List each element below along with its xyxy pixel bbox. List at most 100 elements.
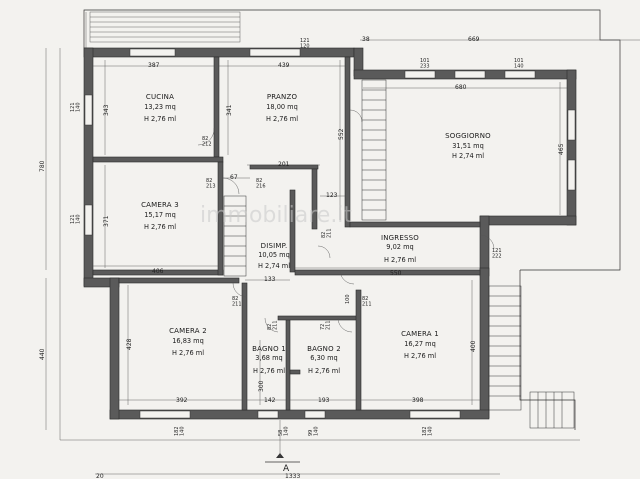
- room-height: H 2,76 ml: [308, 367, 340, 375]
- dim-440: 440: [39, 348, 46, 360]
- room-area: 3,68 mq: [255, 354, 282, 362]
- room-name: DISIMP.: [261, 242, 288, 250]
- room-name: CAMERA 2: [169, 327, 207, 335]
- room-name: CUCINA: [146, 93, 174, 101]
- dim-371: 371: [103, 215, 110, 227]
- room-name: BAGNO 2: [307, 345, 341, 353]
- opening-label: 58140: [278, 426, 290, 436]
- opening-label: 99140: [308, 426, 320, 436]
- dim-1333: 1333: [285, 473, 300, 479]
- dim-406: 406: [152, 268, 164, 275]
- dim-550: 550: [390, 270, 402, 277]
- room-name: BAGNO 1: [252, 345, 286, 353]
- dim-680: 680: [455, 84, 467, 91]
- room-name: CAMERA 3: [141, 201, 179, 209]
- room-area: 6,30 mq: [310, 354, 337, 362]
- room-soggiorno: SOGGIORNO 31,51 mq H 2,74 ml: [445, 132, 491, 160]
- room-height: H 2,76 ml: [253, 367, 285, 375]
- opening-label: 121140: [70, 102, 82, 112]
- room-height: H 2,74 ml: [258, 262, 290, 270]
- room-ingresso: INGRESSO 9,02 mq H 2,76 ml: [381, 234, 419, 264]
- dim-20: 20: [96, 473, 104, 479]
- dim-142: 142: [264, 397, 276, 404]
- room-area: 10,05 mq: [258, 251, 290, 259]
- windows: [84, 48, 576, 419]
- room-area: 31,51 mq: [452, 142, 484, 150]
- opening-label: 100: [345, 294, 351, 304]
- dim-400: 400: [470, 340, 477, 352]
- disimp-stair: [223, 195, 247, 277]
- room-area: 18,00 mq: [266, 103, 298, 111]
- dim-398: 398: [412, 397, 424, 404]
- opening-label: 182140: [174, 426, 186, 436]
- room-area: 13,23 mq: [144, 103, 176, 111]
- dim-38: 38: [362, 36, 370, 43]
- opening-label: 82211: [321, 228, 333, 238]
- room-height: H 2,76 ml: [404, 352, 436, 360]
- dim-123: 123: [326, 192, 338, 199]
- dim-343: 343: [103, 104, 110, 116]
- internal-stair: [361, 79, 387, 221]
- room-camera1: CAMERA 1 16,27 mq H 2,76 ml: [401, 330, 439, 360]
- room-camera3: CAMERA 3 15,17 mq H 2,76 ml: [141, 201, 179, 231]
- room-height: H 2,76 ml: [384, 256, 416, 264]
- opening-label: 72211: [320, 320, 332, 330]
- room-camera2: CAMERA 2 16,83 mq H 2,76 ml: [169, 327, 207, 357]
- dim-780: 780: [39, 160, 46, 172]
- watermark: immobiliare.it: [200, 203, 352, 228]
- section-marker-label: A: [283, 464, 290, 474]
- interior-walls: [92, 56, 481, 411]
- room-bagno1: BAGNO 1 3,68 mq H 2,76 ml: [252, 345, 286, 375]
- room-height: H 2,76 ml: [172, 349, 204, 357]
- room-area: 16,83 mq: [172, 337, 204, 345]
- dim-465: 465: [558, 143, 565, 155]
- dimension-lines: [45, 39, 620, 475]
- opening-label: 121140: [70, 214, 82, 224]
- room-name: INGRESSO: [381, 234, 419, 242]
- opening-label: 82211: [267, 320, 279, 330]
- room-pranzo: PRANZO 18,00 mq H 2,76 ml: [266, 93, 298, 123]
- room-height: H 2,74 ml: [452, 152, 484, 160]
- room-area: 9,02 mq: [386, 243, 413, 251]
- dimension-labels: 387 439 38 669 680 343 341 552 465 371 2…: [39, 36, 565, 479]
- dim-193: 193: [318, 397, 330, 404]
- top-railing: [89, 11, 241, 43]
- dim-428: 428: [126, 338, 133, 350]
- room-name: PRANZO: [267, 93, 298, 101]
- room-cucina: CUCINA 13,23 mq H 2,76 ml: [144, 93, 176, 123]
- section-marker-a: A: [265, 420, 300, 474]
- exterior-stair: [488, 285, 575, 429]
- dim-67: 67: [230, 174, 238, 181]
- room-area: 16,27 mq: [404, 340, 436, 348]
- dim-669: 669: [468, 36, 480, 43]
- dim-201: 201: [278, 161, 290, 168]
- dim-392: 392: [176, 397, 188, 404]
- room-height: H 2,76 ml: [144, 223, 176, 231]
- room-height: H 2,76 ml: [144, 115, 176, 123]
- room-bagno2: BAGNO 2 6,30 mq H 2,76 ml: [307, 345, 341, 375]
- room-name: SOGGIORNO: [445, 132, 491, 140]
- dim-300: 300: [258, 380, 265, 392]
- opening-label: 182140: [422, 426, 434, 436]
- dim-133: 133: [264, 276, 276, 283]
- dim-387: 387: [148, 62, 160, 69]
- room-area: 15,17 mq: [144, 211, 176, 219]
- room-height: H 2,76 ml: [266, 115, 298, 123]
- dim-341: 341: [226, 104, 233, 116]
- room-disimp: DISIMP. 10,05 mq H 2,74 ml: [258, 242, 290, 270]
- room-name: CAMERA 1: [401, 330, 439, 338]
- dim-552: 552: [338, 128, 345, 140]
- dim-439: 439: [278, 62, 290, 69]
